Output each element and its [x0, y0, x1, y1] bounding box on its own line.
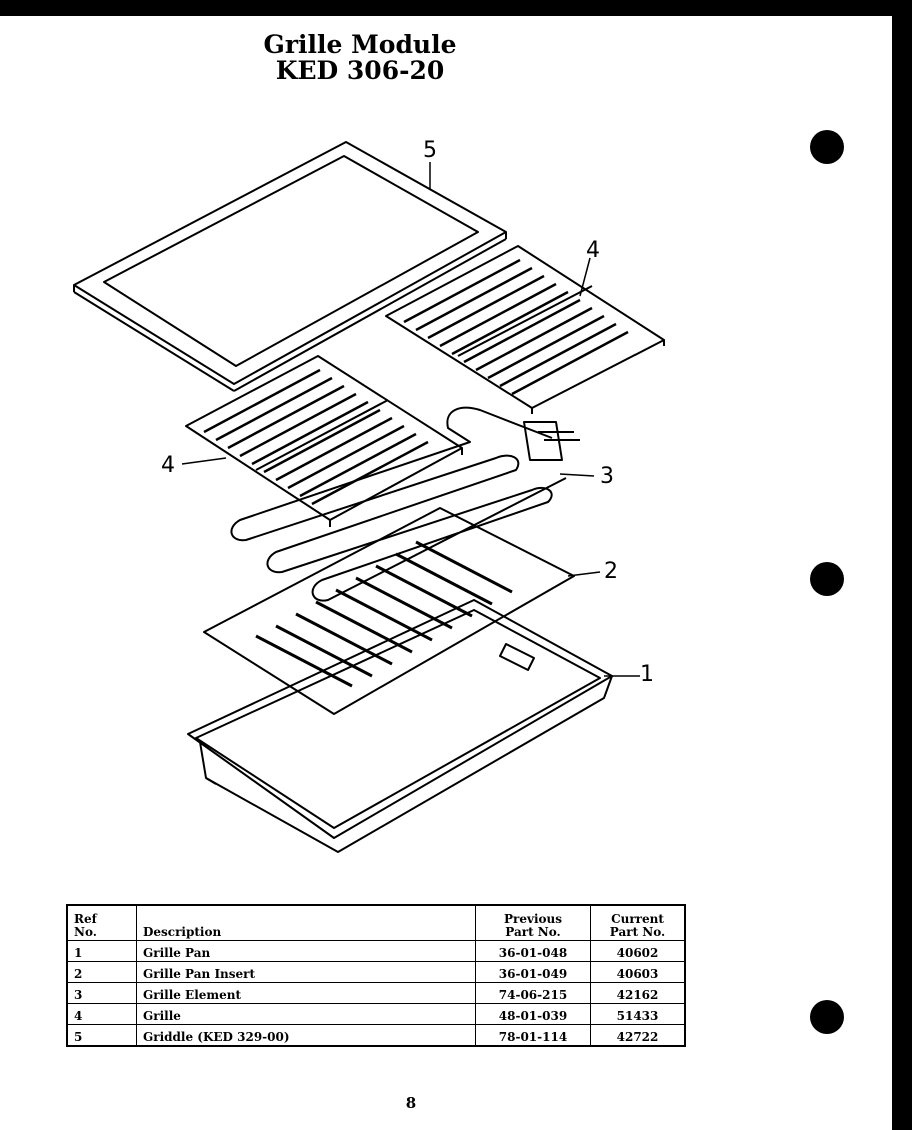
callout-4-upper: 4	[586, 238, 600, 263]
callout-4-lower: 4	[161, 453, 175, 478]
cell-previous-part: 36-01-049	[475, 961, 591, 983]
cell-description: Grille Pan Insert	[136, 961, 476, 983]
cell-description: Grille	[136, 1003, 476, 1025]
scan-edge-top	[0, 0, 912, 16]
table-row: 3 Grille Element 74-06-215 42162	[66, 982, 686, 1004]
table-row: 2 Grille Pan Insert 36-01-049 40603	[66, 961, 686, 983]
cell-ref: 1	[66, 940, 137, 962]
cell-current-part: 40603	[590, 961, 686, 983]
header-description: Description	[136, 904, 476, 941]
title-line-2: KED 306-20	[275, 56, 445, 85]
cell-ref: 5	[66, 1024, 137, 1047]
cell-current-part: 51433	[590, 1003, 686, 1025]
punch-hole-middle	[810, 562, 844, 596]
callout-3: 3	[600, 464, 614, 489]
table-row: 5 Griddle (KED 329-00) 78-01-114 42722	[66, 1024, 686, 1047]
cell-current-part: 42722	[590, 1024, 686, 1047]
punch-hole-top	[810, 130, 844, 164]
grille-pan-part	[187, 599, 613, 853]
grille-pan-insert-part	[203, 507, 575, 715]
page-number: 8	[405, 1094, 417, 1112]
cell-ref: 2	[66, 961, 137, 983]
callout-1: 1	[640, 662, 654, 687]
cell-description: Grille Pan	[136, 940, 476, 962]
parts-table: Ref No. Description Previous Part No. Cu…	[66, 904, 686, 1047]
cell-ref: 3	[66, 982, 137, 1004]
page-title: Grille Module KED 306-20	[200, 32, 520, 84]
cell-previous-part: 48-01-039	[475, 1003, 591, 1025]
cell-previous-part: 78-01-114	[475, 1024, 591, 1047]
cell-ref: 4	[66, 1003, 137, 1025]
table-row: 4 Grille 48-01-039 51433	[66, 1003, 686, 1025]
scan-edge-right	[892, 0, 912, 1130]
header-ref-no: Ref No.	[66, 904, 137, 941]
cell-previous-part: 74-06-215	[475, 982, 591, 1004]
callout-2: 2	[604, 559, 618, 584]
cell-previous-part: 36-01-048	[475, 940, 591, 962]
parts-table-header: Ref No. Description Previous Part No. Cu…	[66, 904, 686, 941]
cell-description: Grille Element	[136, 982, 476, 1004]
table-row: 1 Grille Pan 36-01-048 40602	[66, 940, 686, 962]
grille-lower-part	[185, 355, 463, 527]
cell-current-part: 42162	[590, 982, 686, 1004]
leader-lines	[181, 162, 640, 677]
cell-description: Griddle (KED 329-00)	[136, 1024, 476, 1047]
callout-5: 5	[423, 138, 437, 163]
grille-element-part	[230, 406, 580, 602]
griddle-part	[73, 141, 507, 392]
punch-hole-bottom	[810, 1000, 844, 1034]
title-line-1: Grille Module	[263, 30, 457, 59]
header-previous-part-no: Previous Part No.	[475, 904, 591, 941]
cell-current-part: 40602	[590, 940, 686, 962]
header-current-part-no: Current Part No.	[590, 904, 686, 941]
exploded-diagram	[73, 141, 665, 853]
grille-upper-part	[385, 245, 665, 414]
